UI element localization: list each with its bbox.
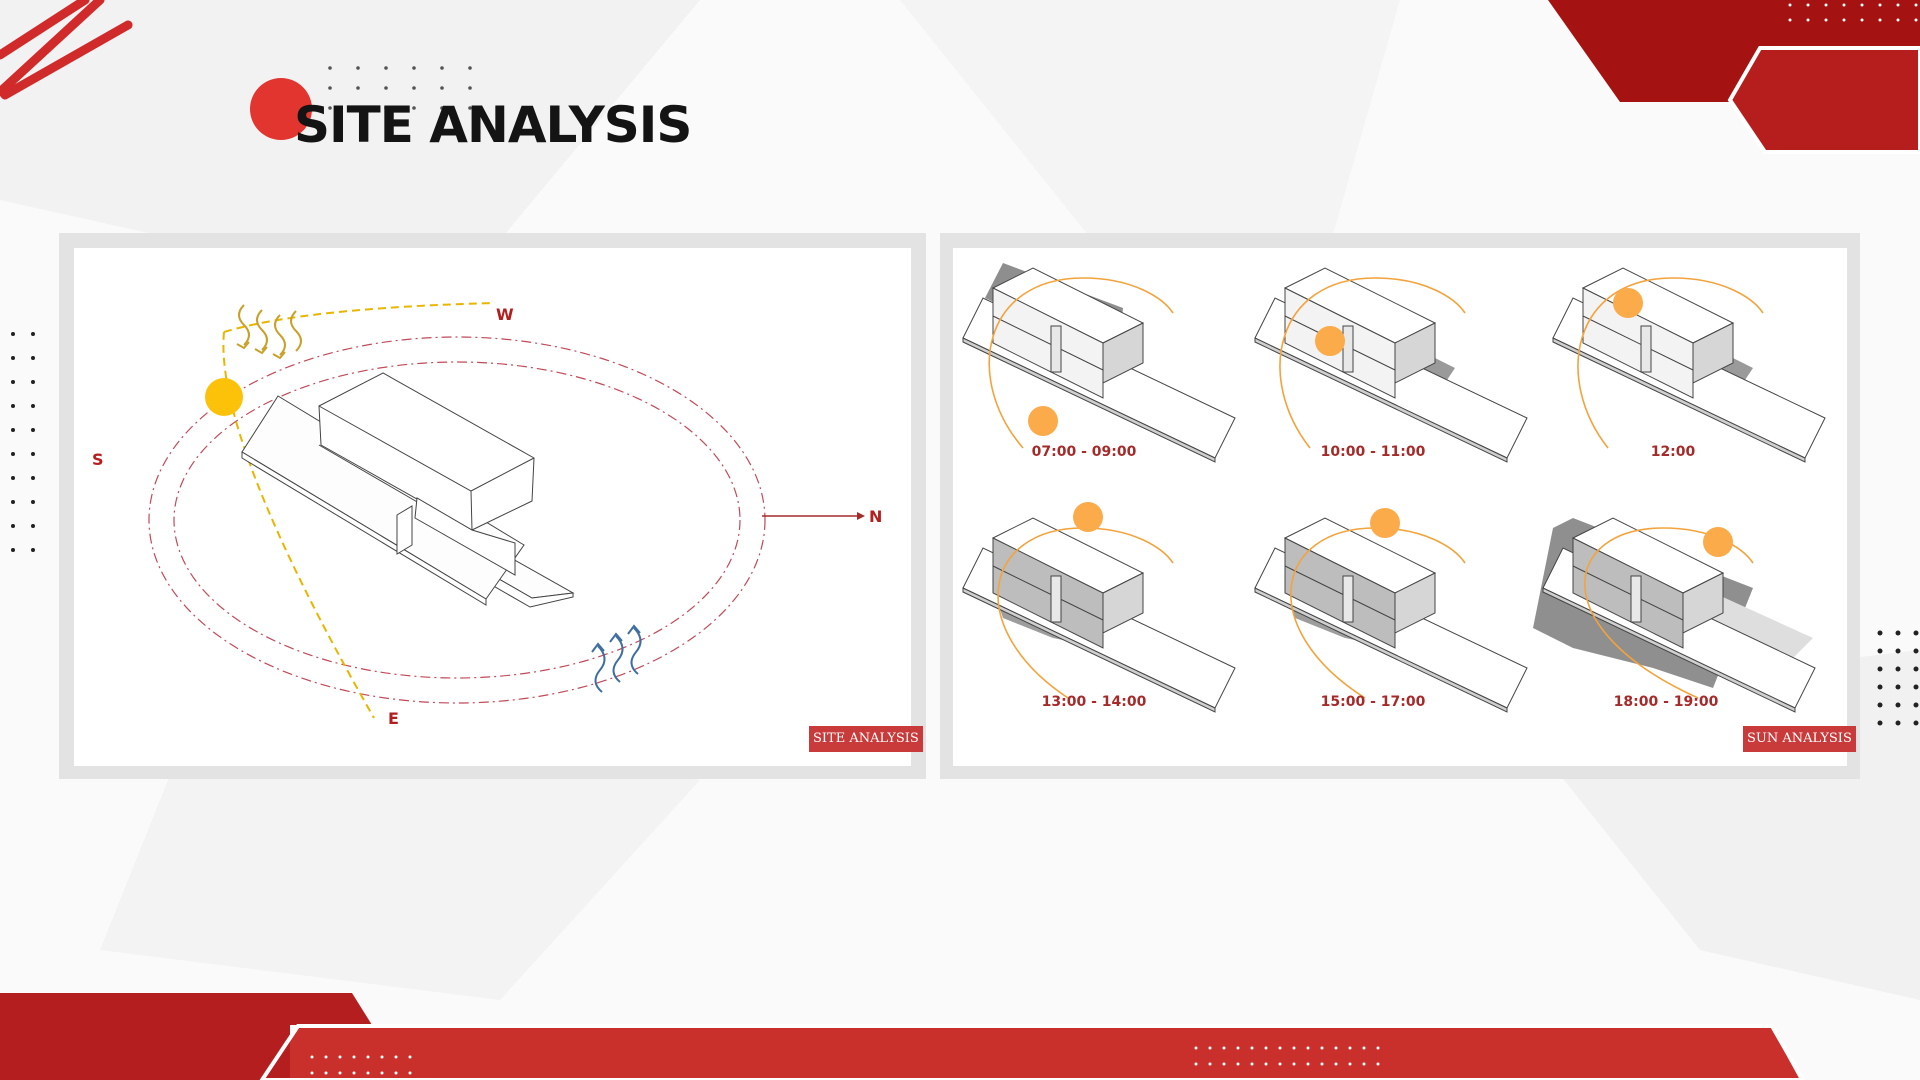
sun-study-time-label: 15:00 - 17:00 bbox=[1321, 694, 1426, 710]
sun-icon bbox=[1073, 502, 1103, 532]
bottom-band-main bbox=[265, 1025, 1800, 1080]
compass-south-label: S bbox=[92, 450, 104, 469]
site-plan-diagram: W S N E bbox=[92, 302, 882, 728]
sun-study-6 bbox=[1533, 517, 1816, 713]
sun-icon bbox=[1613, 288, 1643, 318]
compass-west-label: W bbox=[496, 305, 514, 324]
sun-arc bbox=[988, 277, 1174, 449]
dot-grid-top-right bbox=[1788, 3, 1918, 22]
compass-north-label: N bbox=[869, 507, 882, 526]
sun-icon bbox=[205, 378, 243, 416]
sun-icon bbox=[1703, 527, 1733, 557]
site-analysis-badge: SITE ANALYSIS bbox=[809, 726, 923, 752]
dot-grid-top bbox=[328, 66, 472, 110]
sunset-path bbox=[223, 302, 495, 333]
site-analysis-drawing-area: W S N E SITE ANALYSIS bbox=[74, 248, 923, 766]
sun-icon bbox=[1370, 508, 1400, 538]
sun-study-time-label: 07:00 - 09:00 bbox=[1032, 444, 1137, 460]
page-title: SITE ANALYSIS bbox=[294, 96, 692, 154]
dot-grid-right bbox=[1877, 630, 1919, 726]
sun-study-3 bbox=[1552, 267, 1826, 463]
sun-study-1 bbox=[962, 263, 1236, 463]
building-axonometric bbox=[241, 372, 575, 608]
sun-icon bbox=[1315, 326, 1345, 356]
bottom-band-left bbox=[0, 993, 372, 1025]
sun-study-2 bbox=[1254, 267, 1528, 463]
sun-arc bbox=[1577, 277, 1764, 449]
west-wind-arrows bbox=[236, 304, 302, 360]
sun-path-inner bbox=[173, 361, 741, 679]
compass-east-label: E bbox=[388, 709, 399, 728]
scribble-decoration bbox=[0, 0, 133, 100]
sun-path-outer bbox=[148, 336, 766, 704]
sun-arc bbox=[997, 527, 1174, 699]
sun-study-4 bbox=[962, 517, 1236, 713]
corner-shape-tab bbox=[1727, 46, 1920, 154]
sun-study-grid: 07:00 - 09:00 10:00 - 11:00 12:00 13:00 - 1… bbox=[962, 263, 1826, 713]
sun-study-time-label: 13:00 - 14:00 bbox=[1042, 694, 1147, 710]
sun-analysis-badge: SUN ANALYSIS bbox=[1743, 726, 1856, 752]
sun-study-time-label: 18:00 - 19:00 bbox=[1614, 694, 1719, 710]
dot-grid-left bbox=[11, 332, 35, 552]
sun-icon bbox=[1028, 406, 1058, 436]
north-arrow bbox=[762, 512, 865, 520]
southeast-wind-arrows bbox=[591, 624, 642, 693]
title-dot bbox=[250, 78, 312, 140]
sun-arc bbox=[1279, 277, 1466, 449]
dot-grid-bottom bbox=[310, 1046, 1380, 1075]
title-block: SITE ANALYSIS bbox=[250, 78, 692, 168]
sun-study-time-label: 12:00 bbox=[1651, 444, 1696, 460]
sun-study-time-label: 10:00 - 11:00 bbox=[1321, 444, 1426, 460]
sunrise-path bbox=[222, 331, 375, 719]
sun-analysis-drawing-area: 07:00 - 09:00 10:00 - 11:00 12:00 13:00 - 1… bbox=[953, 248, 1856, 766]
sun-arc bbox=[1290, 527, 1466, 699]
sun-study-5 bbox=[1254, 517, 1528, 713]
